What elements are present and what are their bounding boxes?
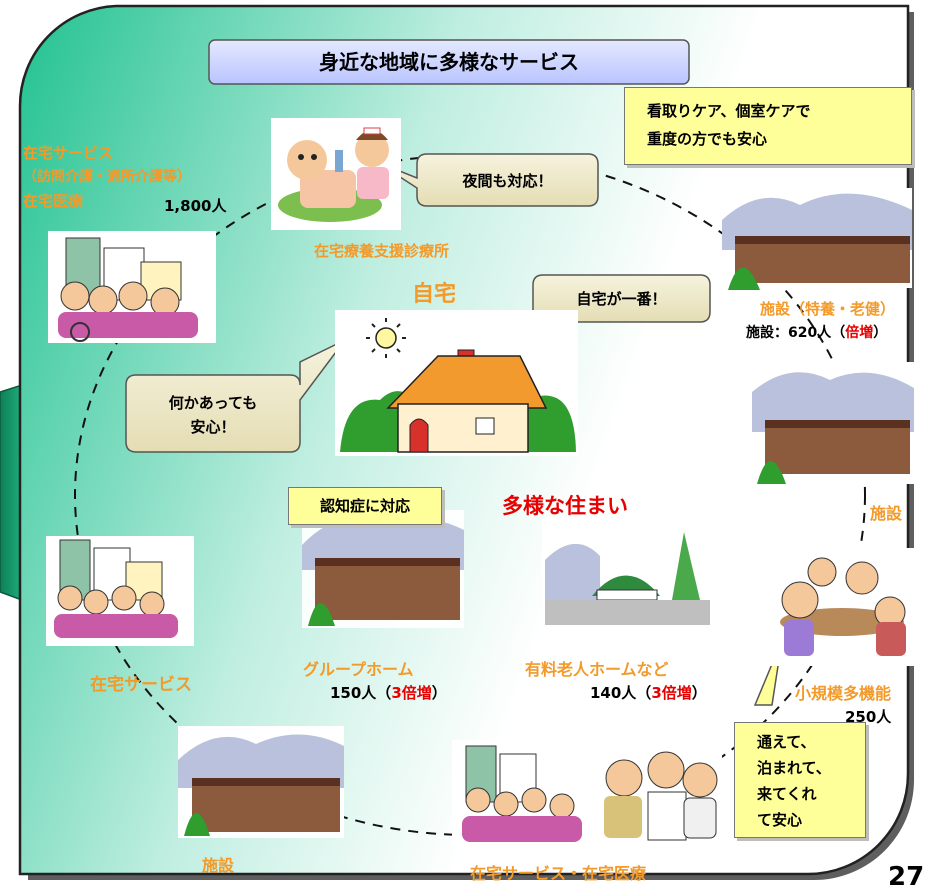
night-bubble-shape	[376, 153, 599, 207]
facility-illustration-bottom	[178, 726, 344, 838]
hospice-note-line-1: 看取りケア、個室ケアで	[647, 102, 811, 120]
elderly-home-label: 有料老人ホームなど	[525, 660, 669, 679]
facility-top-count: 施設：620人（倍増）	[746, 322, 887, 342]
hospice-note: 看取りケア、個室ケアで 重度の方でも安心	[624, 87, 912, 165]
home-best-bubble-text: 自宅が一番！	[576, 290, 667, 308]
anxiety-bubble-line-1: 何かあっても	[168, 394, 258, 412]
small-multi-count: 250人	[845, 708, 892, 726]
dementia-note: 認知症に対応	[288, 487, 442, 525]
home-service-left-label: 在宅サービス	[90, 675, 192, 695]
small-multi-note-line-3: 来てくれ	[757, 785, 817, 803]
home-service-medical-illustration	[452, 740, 722, 850]
group-home-count-prefix: 150人（	[330, 684, 392, 702]
home-service-group-left	[46, 536, 194, 646]
facility-illustration-top	[722, 188, 912, 290]
title-box-shape	[208, 39, 690, 85]
home-service-top-line-3: 在宅医療	[23, 192, 84, 210]
anxiety-bubble-line-2: 安心！	[190, 418, 236, 436]
facility-top-count-emph: 倍増	[845, 325, 874, 341]
diverse-housing-label: 多様な住まい	[502, 494, 628, 518]
house-illustration	[335, 310, 578, 456]
home-service-top-line-2: （訪問介護・通所介護等）	[23, 169, 191, 185]
home-service-bottom-label: 在宅サービス・在宅医療	[470, 864, 647, 883]
group-home-count: 150人（3倍増）	[330, 682, 447, 703]
page-title: 身近な地域に多様なサービス	[319, 50, 579, 74]
home-service-group-top	[48, 231, 216, 343]
clinic-label: 在宅療養支援診療所	[314, 242, 450, 260]
elderly-home-count: 140人（3倍増）	[590, 682, 707, 703]
home-service-top-line-1: 在宅サービス	[23, 144, 114, 162]
hospice-note-line-2: 重度の方でも安心	[647, 130, 768, 148]
anxiety-bubble-shape	[125, 339, 346, 453]
elderly-home-count-prefix: 140人（	[590, 684, 652, 702]
home-label: 自宅	[412, 282, 457, 307]
small-multi-note-line-1: 通えて、	[757, 733, 816, 751]
elderly-home-illustration	[542, 518, 712, 630]
facility-top-count-suffix: ）	[873, 325, 888, 341]
facility-top-count-prefix: 施設：620人（	[746, 325, 846, 341]
small-multi-note-line-4: て安心	[757, 811, 803, 829]
elderly-home-count-suffix: ）	[691, 684, 707, 702]
clinic-illustration	[271, 118, 401, 230]
group-home-label: グループホーム	[303, 660, 414, 679]
small-multi-note: 通えて、 泊まれて、 来てくれ て安心	[734, 722, 866, 838]
small-multi-note-line-2: 泊まれて、	[757, 759, 831, 777]
group-home-illustration	[302, 510, 464, 628]
facility-right-label: 施設	[870, 504, 903, 523]
small-multi-label: 小規模多機能	[795, 684, 892, 703]
group-home-count-emph: 3倍増	[391, 684, 432, 702]
left-arrow-shape	[0, 383, 23, 602]
small-multi-illustration	[768, 548, 914, 666]
page-number: 27	[888, 862, 925, 892]
facility-illustration-right	[752, 362, 914, 484]
home-service-top-count: 1,800人	[164, 197, 227, 215]
group-home-count-suffix: ）	[431, 684, 447, 702]
night-bubble-text: 夜間も対応！	[462, 172, 553, 190]
facility-bottom-label: 施設	[202, 856, 235, 875]
facility-top-label: 施設（特養・老健）	[760, 300, 896, 318]
elderly-home-count-emph: 3倍増	[651, 684, 692, 702]
